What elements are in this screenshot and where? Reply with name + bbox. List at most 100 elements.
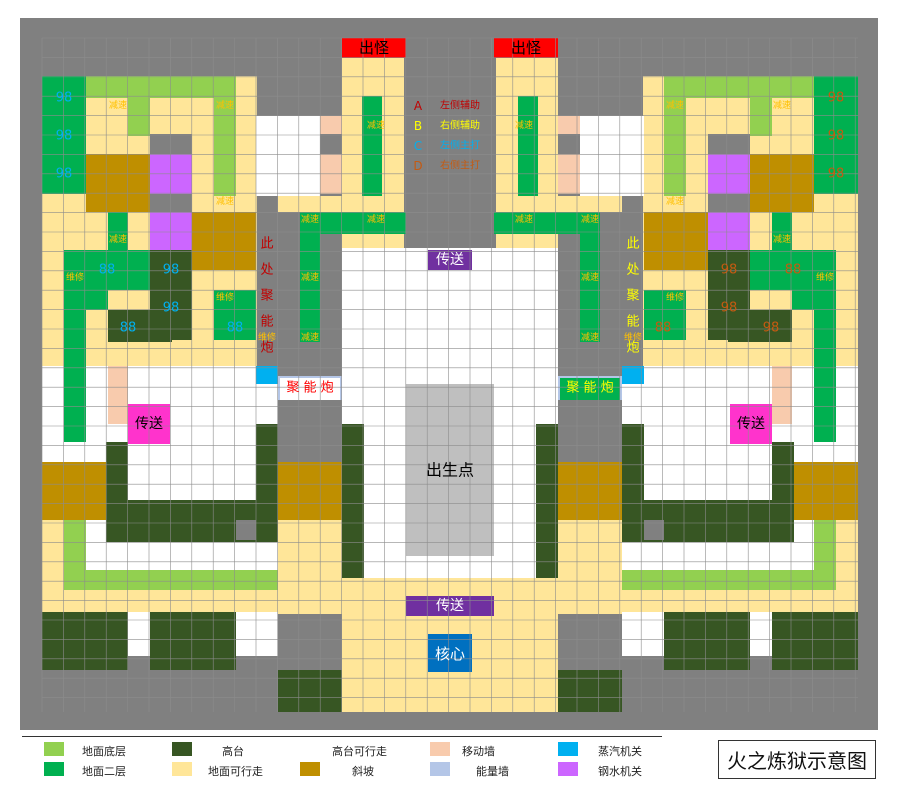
bottom-dark-a-right [772, 612, 858, 670]
teleport-label-bottom: 传送 [436, 598, 464, 614]
spawn-green-crossbar-right [494, 212, 600, 234]
wall-block-a-right [708, 134, 750, 154]
tower-88: 88 [120, 321, 137, 336]
center-dark-side-right [536, 424, 558, 578]
green-88-lower-left [214, 290, 256, 340]
slow-marker: 减速 [216, 99, 234, 111]
tower-88: 88 [99, 263, 116, 278]
teleport-label-top: 传送 [436, 252, 464, 268]
legend-top-line [22, 736, 662, 737]
lower-gray-notch-left [236, 520, 256, 540]
slow-marker: 减速 [515, 119, 533, 131]
legend-label-steam-trap: 蒸汽机关 [598, 745, 642, 758]
key-text: 左侧主打 [440, 139, 480, 152]
here-cannon-left-char: 处 [260, 263, 273, 278]
here-cannon-right-char: 能 [626, 315, 639, 330]
cannon-left-bg [280, 378, 340, 400]
core-label: 核心 [435, 645, 465, 663]
inner-yellow-lower-right [558, 520, 622, 614]
tower-98: 98 [721, 301, 738, 316]
slow-marker: 减速 [109, 233, 127, 245]
here-cannon-right-char: 处 [626, 263, 639, 278]
tower-98: 98 [163, 263, 180, 278]
key-letter: B [414, 119, 422, 133]
lower-green-bar-left [64, 570, 278, 590]
spawn-label-right: 出怪 [511, 39, 541, 57]
bottom-dark-b-right [664, 612, 750, 670]
upper-inner-strip-right [664, 98, 686, 196]
legend-swatch-molten-trap [558, 762, 578, 776]
slow-marker: 减速 [301, 331, 319, 343]
inner-yellow-lower-left [278, 520, 342, 614]
here-cannon-left-char: 此 [260, 237, 273, 252]
repair-marker: 维修 [666, 291, 684, 303]
cannon-label-left: 聚 能 炮 [286, 381, 333, 396]
green-88-block-right [750, 250, 792, 290]
steam-trap-right [622, 366, 644, 384]
teleport-bottom-bg [406, 596, 494, 616]
map-grid [41, 37, 858, 712]
wall-block-a-left [150, 134, 192, 154]
key-text: 右侧主打 [440, 159, 480, 172]
teleport-side-bg-right [730, 404, 772, 444]
legend-label-high-walkable: 高台可行走 [332, 745, 387, 758]
molten-trap-b-right [708, 212, 750, 250]
legend-swatch-ground-base [44, 742, 64, 756]
tower-88: 88 [227, 321, 244, 336]
slow-marker: 减速 [367, 213, 385, 225]
repair-marker: 维修 [816, 271, 834, 283]
tower-88: 88 [785, 263, 802, 278]
key-text: 左侧辅助 [440, 99, 480, 112]
slow-marker: 减速 [773, 233, 791, 245]
inner-yellow-strip-right [556, 196, 622, 212]
bottom-dark-b-left [150, 612, 236, 670]
slow-marker: 减速 [581, 271, 599, 283]
legend-label-ground-base: 地面底层 [82, 745, 126, 758]
legend-label-high-platform: 高台 [222, 745, 244, 758]
slow-marker: 减速 [515, 213, 533, 225]
moving-wall-top-left [320, 116, 342, 134]
spawn-channel [405, 38, 495, 248]
repair-marker: 维修 [258, 331, 276, 343]
spawn-label-right-bg [494, 38, 558, 58]
legend-label-ground-walkable: 地面可行走 [208, 765, 263, 778]
repair-marker: 维修 [624, 331, 642, 343]
here-cannon-right-char: 聚 [626, 289, 639, 304]
mid-green-left-left [108, 212, 128, 262]
spawn-label-left-bg [342, 38, 406, 58]
lower-gray-notch-right [644, 520, 664, 540]
legend-label-ground-second: 地面二层 [82, 765, 126, 778]
core-block [428, 634, 472, 672]
center-dark-side-left [342, 424, 364, 578]
wall-block-b-right [708, 194, 750, 212]
slow-marker: 减速 [301, 213, 319, 225]
lower-yellow-bar-right [622, 590, 858, 612]
teleport-label-right: 传送 [737, 416, 765, 432]
slope-upper-left [86, 154, 150, 212]
tower-98: 98 [828, 167, 845, 182]
inner-strip-left [128, 98, 150, 136]
teleport-label-left: 传送 [135, 416, 163, 432]
here-cannon-left-char: 聚 [260, 289, 273, 304]
lower-yellow-bar-left [42, 590, 278, 612]
tower-88: 88 [655, 321, 672, 336]
cannon-right-bg [560, 378, 620, 400]
slope-lower-outer-left [42, 462, 106, 520]
slope-mid-right [644, 212, 708, 270]
lower-dark-right-left [256, 424, 278, 500]
steam-trap-left [256, 366, 278, 384]
tower-98: 98 [828, 129, 845, 144]
molten-trap-b-left [150, 212, 192, 250]
birth-label: 出生点 [426, 461, 474, 480]
key-text: 右侧辅助 [440, 119, 480, 132]
map-tiles [20, 18, 878, 730]
top-ground-strip-left [86, 76, 236, 98]
spawn-green-lane-left [362, 96, 382, 196]
slow-marker: 减速 [581, 213, 599, 225]
green-88-lower-right [644, 290, 686, 340]
key-letter: C [414, 139, 422, 153]
tower-98: 98 [763, 321, 780, 336]
here-cannon-right-char: 炮 [626, 341, 639, 356]
legend-swatch-ground-walkable [172, 762, 192, 776]
